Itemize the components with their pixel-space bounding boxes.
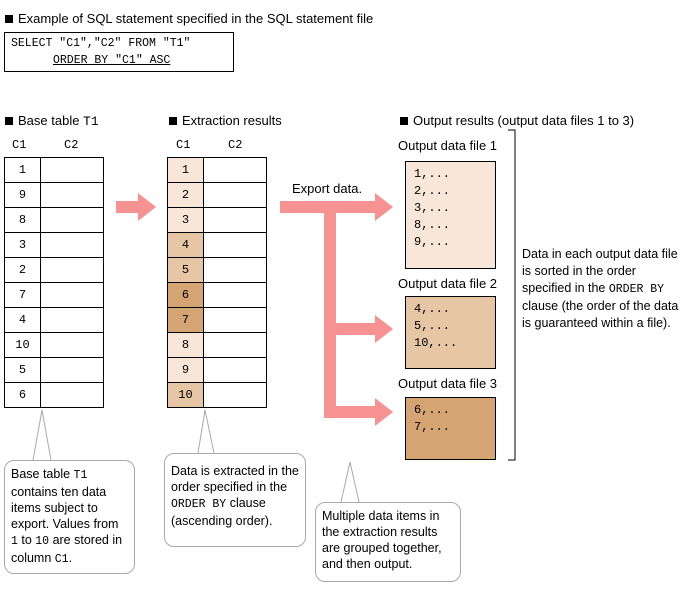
base-table-heading: Base table T1 [5, 113, 99, 129]
callout-grouping: Multiple data items in the extraction re… [315, 502, 461, 582]
output-file-3-box: 6,... 7,... [405, 397, 496, 460]
table-row: 10 [4, 332, 104, 358]
table-row: 7 [167, 307, 267, 333]
output-heading: Output results (output data files 1 to 3… [400, 113, 634, 128]
extraction-heading: Extraction results [169, 113, 282, 128]
table-row: 2 [4, 257, 104, 283]
c2-cell [203, 382, 267, 408]
callout-group-pointer [340, 461, 360, 503]
c1-cell: 7 [4, 282, 41, 308]
table-row: 3 [4, 232, 104, 258]
callout-extract-pointer [197, 409, 215, 454]
base-to-extract-arrow [116, 193, 156, 221]
c1-cell: 8 [4, 207, 41, 233]
output-file-1-box: 1,... 2,... 3,... 8,... 9,... [405, 161, 496, 269]
base-col2-header: C2 [64, 138, 79, 152]
export-data-label: Export data. [292, 181, 363, 196]
output-line: 7,... [414, 420, 451, 434]
table-row: 1 [167, 157, 267, 183]
table-row: 8 [4, 207, 104, 233]
output-line: 2,... [414, 184, 451, 198]
callout-base-pointer [32, 409, 52, 461]
c1-cell: 7 [167, 307, 204, 333]
c1-cell: 10 [167, 382, 204, 408]
table-row: 3 [167, 207, 267, 233]
c2-cell [40, 382, 104, 408]
c1-cell: 6 [4, 382, 41, 408]
table-row: 8 [167, 332, 267, 358]
table-row: 6 [167, 282, 267, 308]
sql-statement-box: SELECT "C1","C2" FROM "T1" ORDER BY "C1"… [4, 32, 234, 72]
export-main-arrow [280, 193, 393, 221]
export-branch-3-arrow [336, 398, 393, 426]
c1-cell: 3 [4, 232, 41, 258]
table-row: 6 [4, 382, 104, 408]
table-row: 4 [4, 307, 104, 333]
c2-cell [40, 282, 104, 308]
extract-col1-header: C1 [176, 138, 191, 152]
bracket [508, 129, 516, 461]
table-row: 9 [4, 182, 104, 208]
c2-cell [203, 157, 267, 183]
callout-extraction: Data is extracted in the order specified… [164, 453, 306, 547]
output-line: 1,... [414, 167, 451, 181]
output-sort-note: Data in each output data file is sorted … [522, 247, 679, 330]
output-file-2-box: 4,... 5,... 10,... [405, 296, 496, 369]
c1-cell: 1 [167, 157, 204, 183]
base-col1-header: C1 [12, 138, 27, 152]
c2-cell [40, 157, 104, 183]
c2-cell [203, 307, 267, 333]
extract-col2-header: C2 [228, 138, 243, 152]
table-row: 4 [167, 232, 267, 258]
output-line: 9,... [414, 235, 451, 249]
output-line: 8,... [414, 218, 451, 232]
output-line: 3,... [414, 201, 451, 215]
export-branch-2-arrow [336, 315, 393, 343]
table-row: 5 [167, 257, 267, 283]
c1-cell: 8 [167, 332, 204, 358]
sql-line-1: SELECT "C1","C2" FROM "T1" [11, 37, 191, 50]
sql-section-heading: Example of SQL statement specified in th… [5, 11, 373, 26]
output-line: 4,... [414, 302, 451, 316]
output-file-3-title: Output data file 3 [398, 376, 498, 391]
output-file-1-title: Output data file 1 [398, 138, 498, 153]
c1-cell: 5 [167, 257, 204, 283]
sql-line-2: ORDER BY "C1" ASC [53, 54, 171, 67]
table-row: 10 [167, 382, 267, 408]
output-line: 6,... [414, 403, 451, 417]
output-line: 5,... [414, 319, 451, 333]
output-line: 10,... [414, 336, 458, 350]
c2-cell [40, 307, 104, 333]
c1-cell: 6 [167, 282, 204, 308]
export-trunk [324, 213, 336, 418]
callout-base-table: Base table T1 contains ten data items su… [4, 460, 135, 574]
c1-cell: 10 [4, 332, 41, 358]
table-row: 7 [4, 282, 104, 308]
c2-cell [203, 232, 267, 258]
output-file-2-title: Output data file 2 [398, 276, 498, 291]
